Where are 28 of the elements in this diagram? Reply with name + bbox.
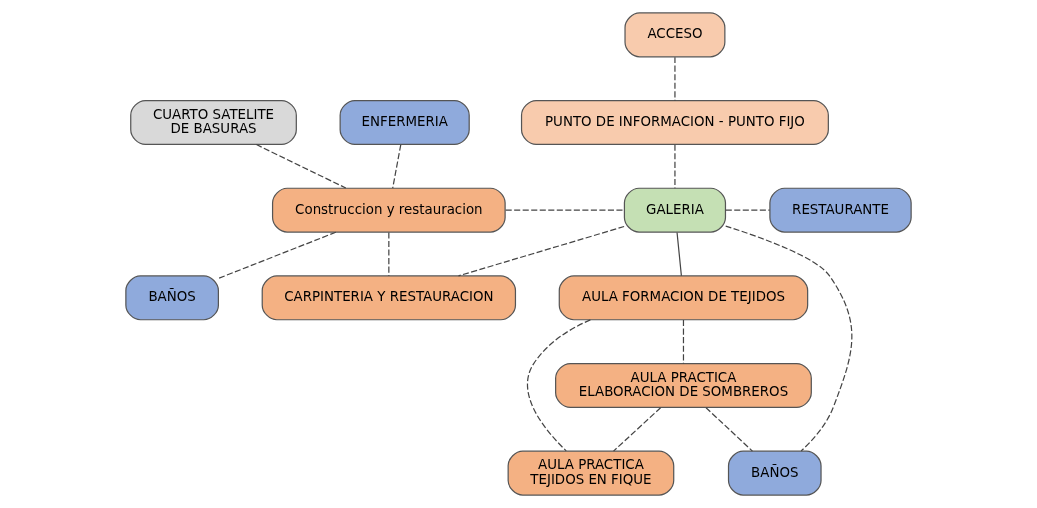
node-box: BAÑOS: [727, 450, 822, 496]
node-box: AULA PRACTICA ELABORACION DE SOMBREROS: [555, 362, 812, 408]
node-box: BAÑOS: [125, 275, 219, 321]
node-box: CUARTO SATELITE DE BASURAS: [130, 100, 297, 146]
node-box: ACCESO: [624, 12, 726, 58]
node-box: ENFERMERIA: [339, 100, 470, 146]
node-box: Construccion y restauracion: [271, 187, 506, 233]
node-box: AULA PRACTICA TEJIDOS EN FIQUE: [507, 450, 675, 496]
connector: [392, 144, 402, 189]
connector: [674, 56, 676, 102]
connector: [612, 407, 662, 452]
node-box: PUNTO DE INFORMACION - PUNTO FIJO: [520, 100, 829, 146]
connector: [218, 231, 337, 279]
node-box: RESTAURANTE: [769, 187, 912, 233]
connector: [505, 209, 625, 211]
connector: [388, 231, 390, 277]
connector: [725, 209, 771, 211]
connector: [457, 225, 625, 277]
node-box: GALERIA: [623, 187, 727, 233]
connector: [674, 144, 676, 189]
connector: [526, 319, 591, 452]
connector: [676, 231, 682, 277]
connector: [725, 225, 853, 452]
node-box: AULA FORMACION DE TEJIDOS: [558, 275, 809, 321]
connector: [682, 319, 685, 365]
connector: [705, 407, 754, 452]
node-box: CARPINTERIA Y RESTAURACION: [261, 275, 517, 321]
connector: [255, 143, 347, 189]
